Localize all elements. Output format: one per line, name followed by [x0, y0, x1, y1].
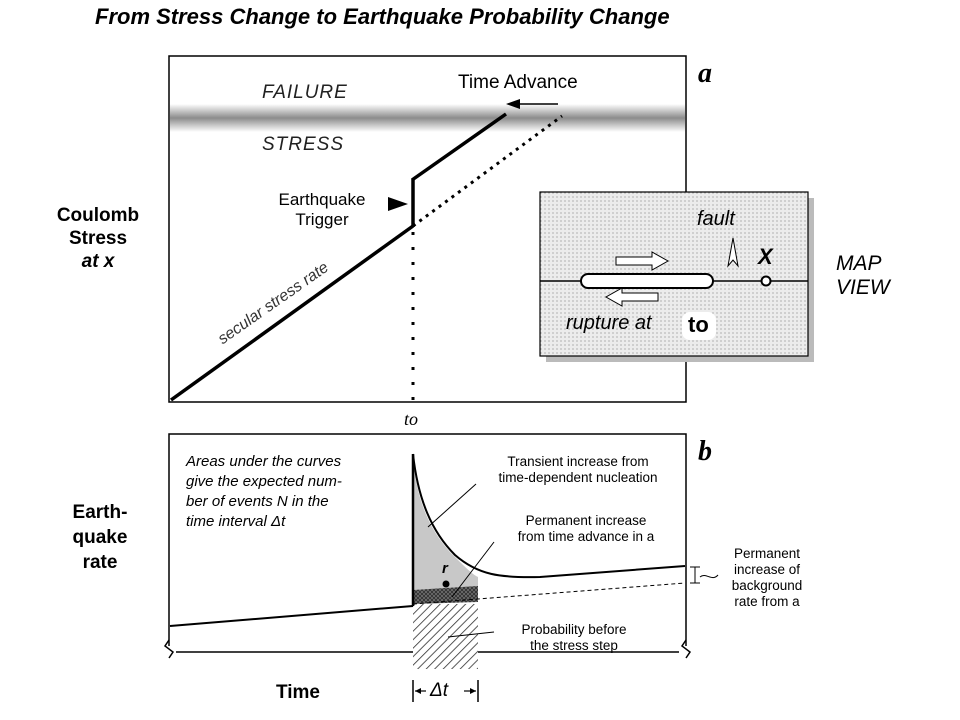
panel-b-letter: b [698, 436, 712, 467]
site-x-marker [760, 275, 772, 287]
rupture-time-label: to [688, 312, 709, 337]
stress-line-before [169, 224, 415, 402]
site-x-label: X [758, 244, 773, 269]
axis-break-right [680, 639, 692, 659]
failure-band [170, 104, 685, 132]
panel-b-ylabel: Earth- quake rate [72, 502, 128, 573]
stress-line-unperturbed [412, 114, 563, 228]
diagram-title: From Stress Change to Earthquake Probabi… [95, 4, 670, 29]
time-advance-arrowhead [506, 99, 520, 109]
stress-label: STRESS [262, 134, 345, 155]
time-advance-label: Time Advance [458, 72, 578, 93]
delta-t-label: Δt [430, 680, 449, 701]
failure-label: FAILURE [262, 82, 348, 103]
earthquake-trigger-label: Earthquake Trigger [278, 190, 366, 229]
r-point [442, 580, 450, 588]
rupture-segment [580, 273, 714, 289]
t0-box [682, 312, 716, 340]
background-rate-dashed [412, 582, 686, 605]
transient-label: Transient increase from time-dependent n… [498, 454, 658, 485]
trigger-arrowhead [388, 197, 408, 211]
rupture-label: rupture at [566, 312, 652, 334]
transient-rate-curve [412, 453, 686, 579]
panel-a-letter: a [698, 58, 712, 89]
transient-increase-area [413, 456, 478, 590]
prob-leader [447, 631, 495, 638]
time-axis-label: Time [276, 682, 321, 703]
fault-label: fault [697, 208, 735, 230]
transient-leader [427, 483, 477, 528]
t0-label: to [404, 409, 419, 429]
slip-arrow-upper [615, 251, 670, 271]
probability-label: Probability before the stress step [521, 622, 627, 653]
fault-pointer [727, 237, 739, 268]
slip-arrow-lower [604, 287, 659, 307]
permanent-leader [451, 541, 495, 598]
permanent-increase-area [413, 586, 478, 604]
panel-a-ylabel: Coulomb Stress at x [56, 205, 140, 272]
stress-line-after [410, 112, 508, 182]
axis-break-left [163, 639, 175, 659]
permanent-label: Permanent increase from time advance in … [517, 513, 655, 544]
bg-bracket-squiggle [699, 574, 719, 579]
map-view-label: MAP VIEW [836, 252, 890, 299]
area-note: Areas under the curves give the expected… [186, 453, 342, 530]
background-increase-label: Permanent increase of background rate fr… [731, 546, 803, 609]
probability-before-area [413, 604, 478, 669]
background-rate-line [169, 605, 414, 627]
r-label: r [442, 560, 448, 577]
